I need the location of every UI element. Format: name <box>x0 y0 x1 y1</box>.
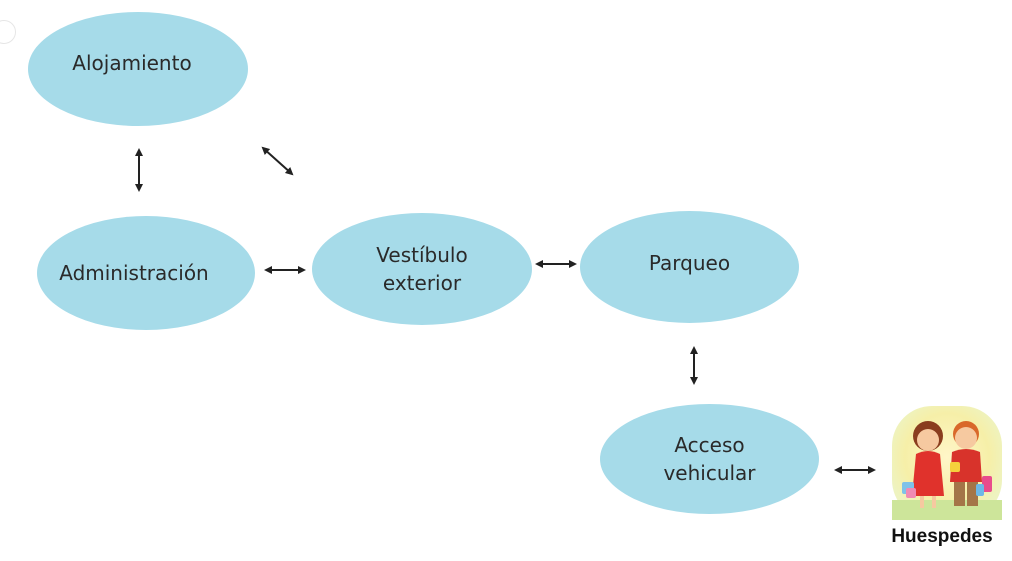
corner-circle-decoration <box>0 20 16 44</box>
node-vestibulo-label-line2: exterior <box>382 271 462 295</box>
node-acceso-label-line1: Acceso <box>674 433 745 457</box>
arrow-alojamiento-vestibulo <box>261 146 294 176</box>
node-acceso-vehicular: Acceso vehicular <box>600 404 819 514</box>
couple-illustration-icon <box>892 406 1002 520</box>
node-parqueo-label: Parqueo <box>648 251 731 275</box>
node-alojamiento: Alojamiento <box>28 12 248 126</box>
node-alojamiento-label: Alojamiento <box>72 51 192 75</box>
node-vestibulo-label-line1: Vestíbulo <box>376 243 468 267</box>
node-administracion: Administración <box>37 216 255 330</box>
huespedes-label: Huespedes <box>891 526 993 547</box>
node-administracion-label: Administración <box>59 261 209 285</box>
node-acceso-label-line2: vehicular <box>663 461 756 485</box>
node-vestibulo-exterior: Vestíbulo exterior <box>312 213 532 325</box>
node-parqueo: Parqueo <box>580 211 799 323</box>
